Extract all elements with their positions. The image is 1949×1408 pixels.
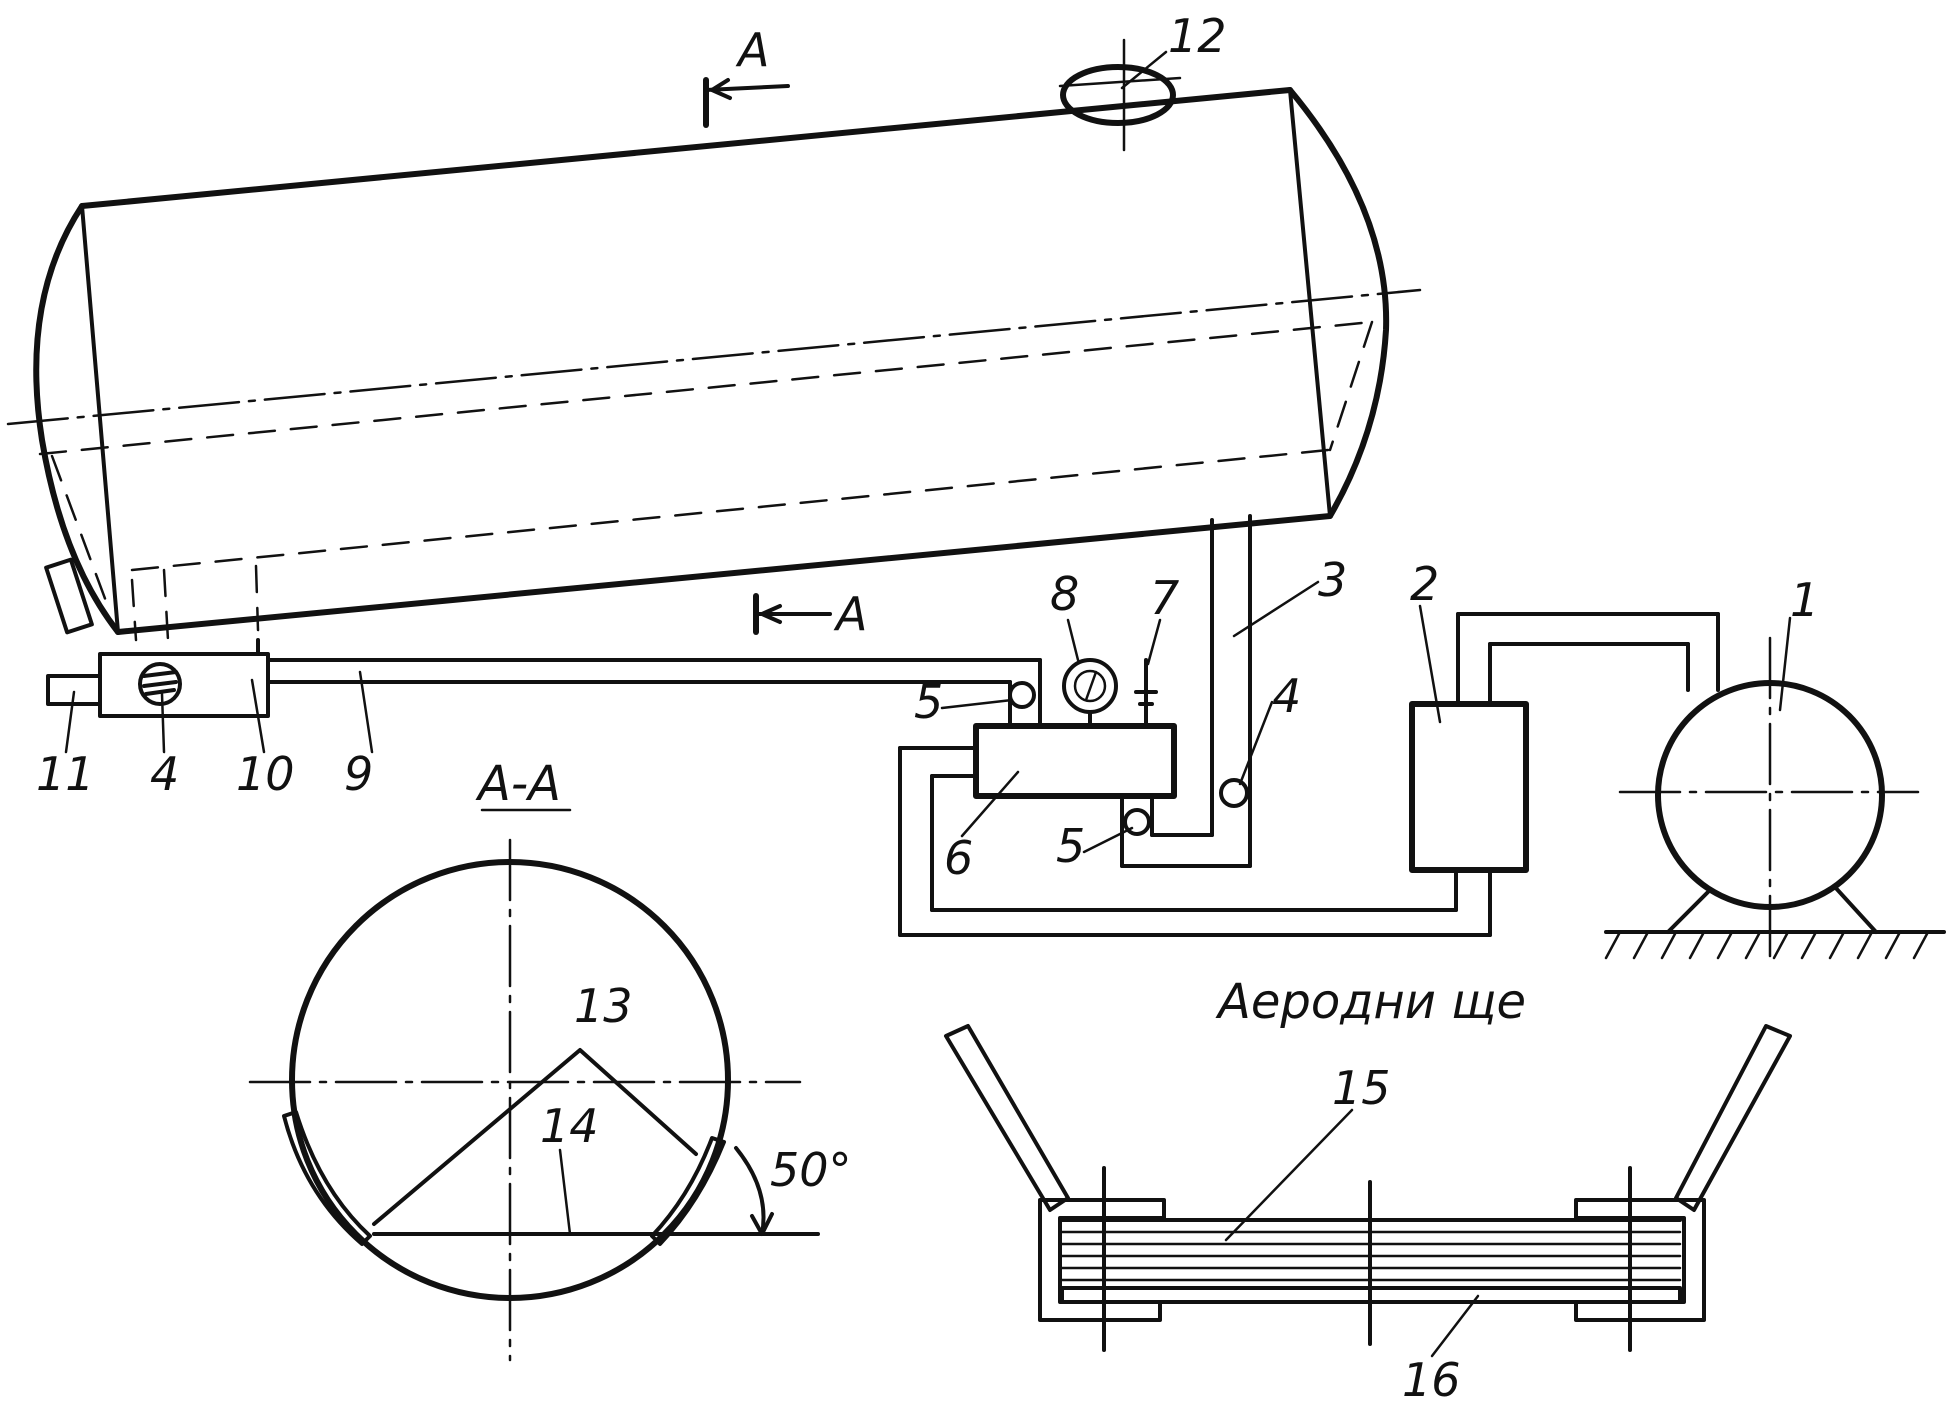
label-14: 14 — [540, 1099, 599, 1153]
valve-4-right — [1219, 778, 1249, 808]
section-mark-top: A — [703, 23, 790, 128]
section-title: A-A — [475, 756, 561, 812]
label-16: 16 — [1402, 1353, 1461, 1407]
label-9: 9 — [344, 747, 373, 801]
label-4-left: 4 — [150, 747, 179, 801]
label-4-right: 4 — [1272, 669, 1301, 723]
section-mark-bottom: A — [753, 587, 867, 641]
tank — [6, 38, 1422, 642]
label-5-lower: 5 — [1056, 819, 1085, 873]
ground-hatching — [1604, 930, 1930, 960]
label-11: 11 — [36, 747, 95, 801]
valve-5-upper — [1008, 681, 1036, 709]
section-letter-top: A — [735, 23, 769, 77]
label-15: 15 — [1332, 1061, 1391, 1115]
label-3: 3 — [1318, 553, 1347, 607]
label-6: 6 — [944, 831, 973, 885]
receiver-6 — [973, 723, 1177, 799]
label-5-upper: 5 — [914, 675, 943, 729]
aerobottom-detail — [944, 1024, 1792, 1352]
valve-4-left — [138, 662, 182, 706]
valve-5-lower — [1123, 808, 1151, 836]
label-2: 2 — [1410, 557, 1439, 611]
filter-2 — [1409, 701, 1529, 873]
section-aa — [248, 808, 820, 1362]
label-13: 13 — [574, 979, 633, 1033]
label-7: 7 — [1150, 571, 1179, 625]
aerobottom-title: Аеродни ще — [1215, 974, 1526, 1030]
section-letter-bottom: A — [833, 587, 867, 641]
label-10: 10 — [236, 747, 295, 801]
angle-label: 50° — [770, 1143, 852, 1197]
pipe-11 — [46, 674, 102, 706]
compressor-1 — [1604, 636, 1946, 960]
label-12: 12 — [1168, 9, 1227, 63]
labels: 1 2 3 4 4 5 5 6 7 8 9 10 11 12 13 14 15 … — [36, 9, 1819, 1407]
hatch-12 — [1058, 38, 1182, 152]
outlet-box-10 — [98, 652, 270, 718]
label-8: 8 — [1050, 567, 1079, 621]
label-1: 1 — [1790, 573, 1819, 627]
piping — [46, 514, 1720, 937]
